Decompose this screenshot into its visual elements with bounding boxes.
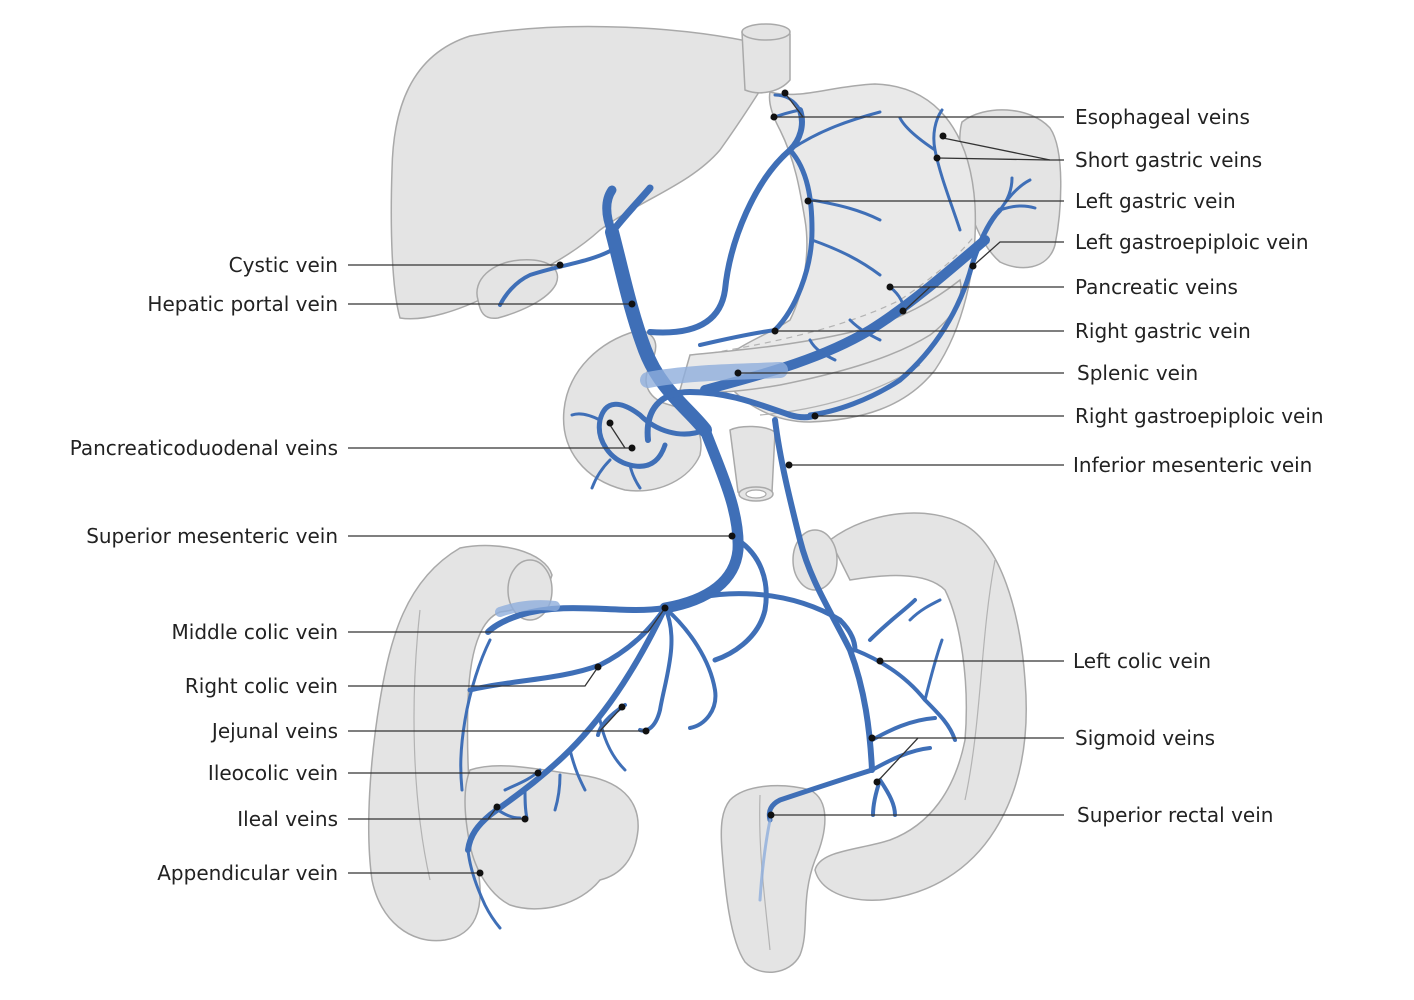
label-right-gastric-vein: Right gastric vein <box>1075 319 1251 343</box>
label-left-colic-vein: Left colic vein <box>1073 649 1212 673</box>
label-right-colic-vein: Right colic vein <box>184 674 338 698</box>
ileocolic-vein-path <box>465 605 668 853</box>
label-ileocolic-vein: Ileocolic vein <box>207 761 338 785</box>
label-middle-colic-vein: Middle colic vein <box>171 620 339 644</box>
label-ileal-veins: Ileal veins <box>237 807 338 831</box>
inferior-mesenteric-vein-path <box>772 417 875 773</box>
right-gastric-vein-path <box>698 328 778 347</box>
label-hepatic-portal-vein: Hepatic portal vein <box>147 292 338 316</box>
short-gastric-veins-path <box>898 108 962 232</box>
label-pancreaticoduodenal-veins: Pancreaticoduodenal veins <box>69 436 338 460</box>
right-colic-vein-path <box>467 605 668 693</box>
label-jejunal-veins: Jejunal veins <box>211 719 338 743</box>
label-sigmoid-veins: Sigmoid veins <box>1075 726 1216 750</box>
middle-colic-vein-path <box>485 605 668 635</box>
left-gastric-vein-path <box>647 107 805 336</box>
label-appendicular-vein: Appendicular vein <box>157 861 338 885</box>
label-superior-rectal-vein: Superior rectal vein <box>1077 803 1274 827</box>
label-right-gastroepiploic-vein: Right gastroepiploic vein <box>1075 404 1324 428</box>
descending-colon <box>814 512 1027 901</box>
label-splenic-vein: Splenic vein <box>1077 361 1199 385</box>
sigmoid-veins-path <box>870 716 937 817</box>
appendicular-vein-path <box>466 848 502 930</box>
label-esophageal-veins: Esophageal veins <box>1075 105 1250 129</box>
veins <box>459 93 1037 930</box>
leader-lines <box>348 89 1064 877</box>
label-short-gastric-veins: Short gastric veins <box>1075 148 1263 172</box>
label-pancreatic-veins: Pancreatic veins <box>1075 275 1238 299</box>
label-cystic-vein: Cystic vein <box>228 253 338 277</box>
esophagus-opening <box>741 23 791 41</box>
right-gastroepiploic-vein-path <box>644 389 818 443</box>
label-inferior-mesenteric-vein: Inferior mesenteric vein <box>1073 453 1313 477</box>
label-left-gastric-vein: Left gastric vein <box>1075 189 1236 213</box>
small-intestine <box>464 765 639 910</box>
hepatic-portal-vein-path <box>605 225 712 437</box>
cystic-vein-path <box>498 248 614 307</box>
label-superior-mesenteric-vein: Superior mesenteric vein <box>86 524 338 548</box>
label-left-gastroepiploic-vein: Left gastroepiploic vein <box>1075 230 1309 254</box>
